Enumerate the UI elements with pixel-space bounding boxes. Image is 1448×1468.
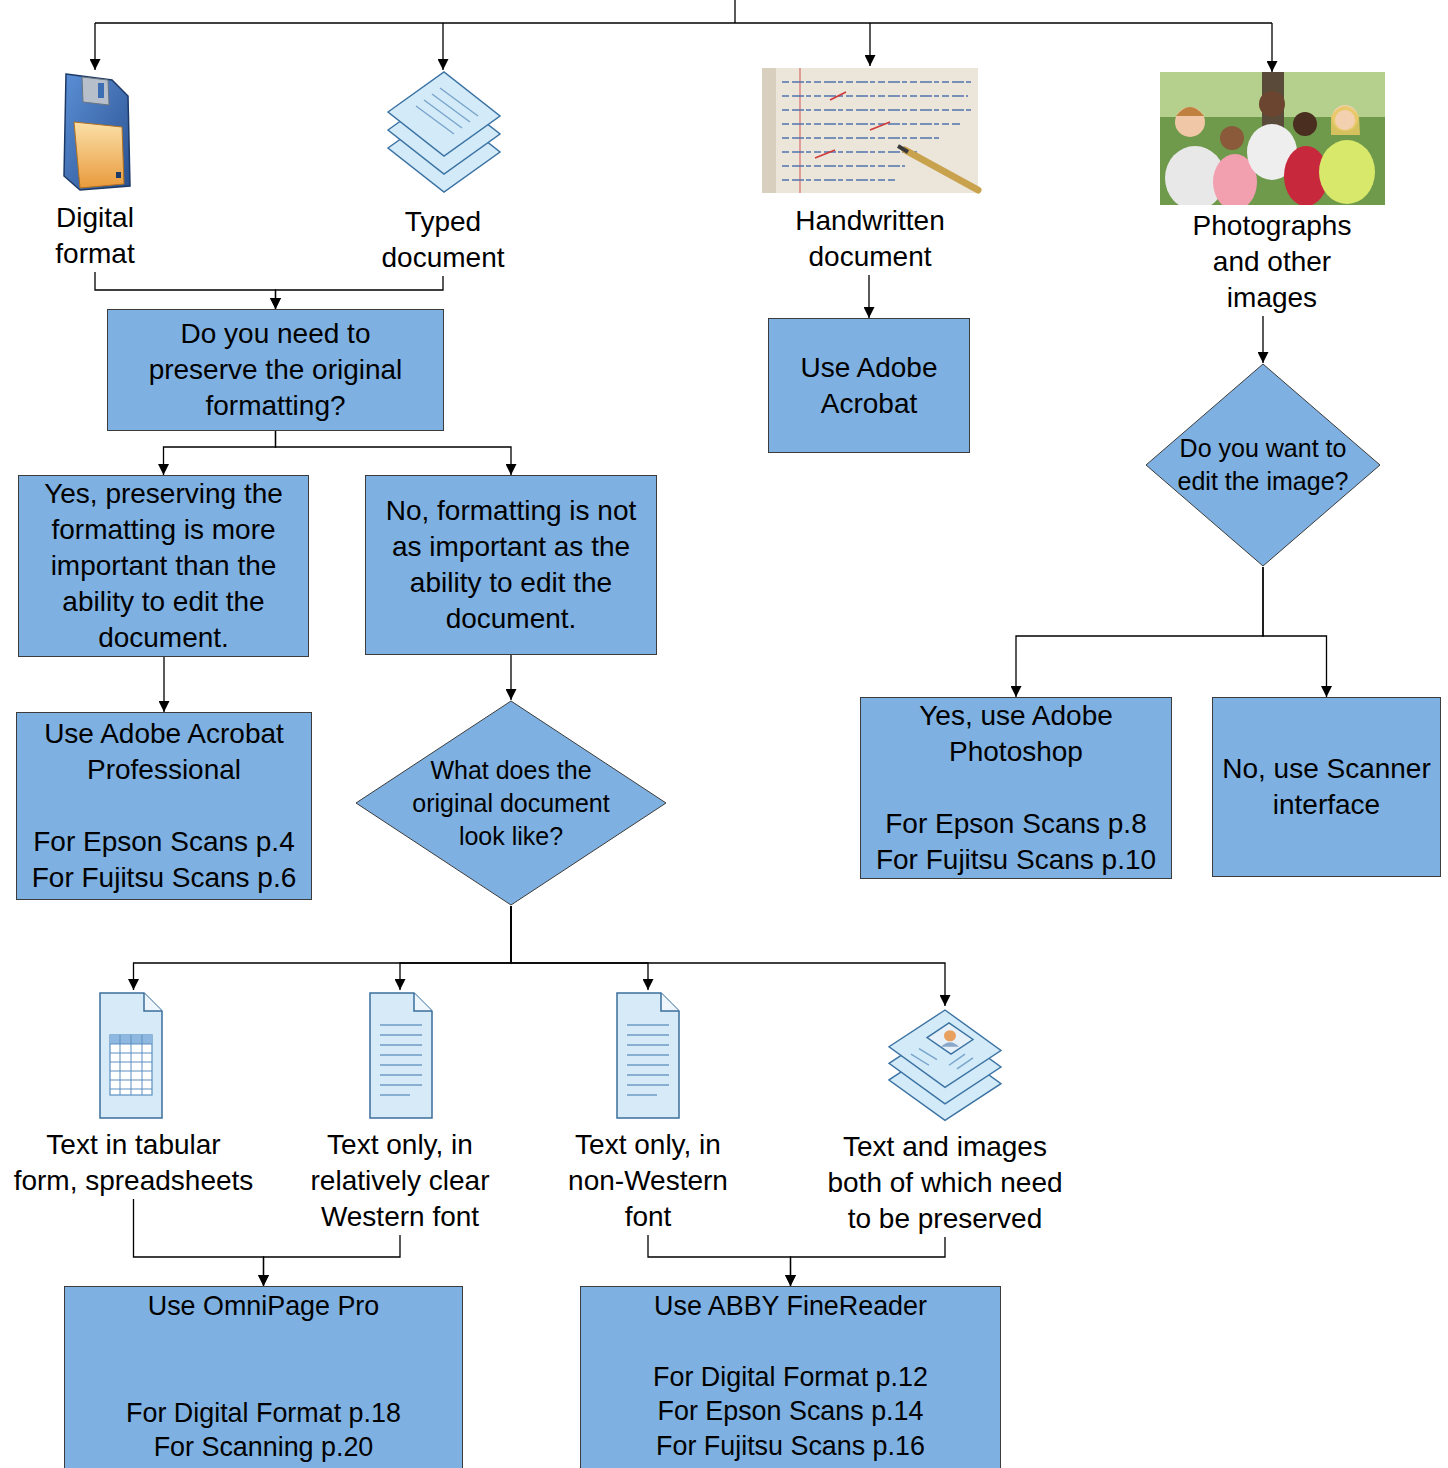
node-label: What does the original document look lik… xyxy=(399,754,624,853)
process-box: Use Adobe Acrobat xyxy=(768,318,970,453)
node-label: Text and images both of which need to be… xyxy=(818,1129,1073,1237)
spreadsheet-icon xyxy=(100,993,162,1118)
node-detail: For Scanning p.20 xyxy=(154,1430,374,1465)
node-label: Do you need to preserve the original for… xyxy=(131,316,421,424)
node-label: Digital format xyxy=(40,200,150,272)
node-label: Use Adobe Acrobat xyxy=(777,350,961,422)
node-label: Use Adobe Acrobat Professional xyxy=(25,716,303,788)
handwritten-photo xyxy=(762,68,978,193)
connector-arrow xyxy=(276,276,444,309)
node-detail: For Epson Scans p.14 xyxy=(658,1394,924,1429)
text-document-icon xyxy=(370,993,432,1118)
process-box: No, formatting is not as important as th… xyxy=(365,475,657,655)
node-label: Yes, use Adobe Photoshop xyxy=(869,698,1163,770)
connector-arrow xyxy=(163,657,164,712)
node-label: Text in tabular form, spreadsheets xyxy=(14,1127,254,1199)
node-label: Do you want to edit the image? xyxy=(1168,432,1358,498)
node-detail: For Fujitsu Scans p.6 xyxy=(32,860,297,896)
icon-node: Text only, in relatively clear Western f… xyxy=(300,990,500,1235)
connector-arrow xyxy=(164,431,276,475)
node-label: Typed document xyxy=(363,204,523,276)
diamond-shape xyxy=(1146,364,1380,566)
connector-arrow xyxy=(511,906,945,1006)
diamond-shape xyxy=(356,701,666,905)
connector-arrow xyxy=(400,906,511,990)
node-label: Photographs and other images xyxy=(1177,208,1367,316)
connector-arrow xyxy=(648,1235,791,1286)
icon-node: Text in tabular form, spreadsheets xyxy=(5,990,262,1199)
process-box: No, use Scanner interface xyxy=(1212,697,1441,877)
icon-node: Photographs and other images xyxy=(1152,72,1392,316)
process-box: Yes, preserving the formatting is more i… xyxy=(18,475,309,657)
text-document-icon xyxy=(617,993,679,1118)
node-detail: For Fujitsu Scans p.10 xyxy=(876,842,1156,878)
connector-arrow xyxy=(791,1237,946,1286)
connector-arrow xyxy=(276,431,512,475)
connector-arrow xyxy=(134,906,512,990)
node-detail: For Epson Scans p.8 xyxy=(885,806,1146,842)
connector-arrow xyxy=(511,906,648,990)
node-label: No, use Scanner interface xyxy=(1221,751,1432,823)
connector-arrow xyxy=(95,272,276,309)
connector-arrow xyxy=(134,1199,264,1286)
process-box: Use Adobe Acrobat ProfessionalFor Epson … xyxy=(16,712,312,900)
connector-arrow xyxy=(1016,567,1263,697)
node-detail: For Fujitsu Scans p.16 xyxy=(656,1429,925,1464)
process-box: Do you need to preserve the original for… xyxy=(107,309,444,431)
icon-node: Handwritten document xyxy=(760,66,980,275)
diamond-outline xyxy=(1145,363,1381,567)
node-label: Handwritten document xyxy=(760,203,980,275)
process-box: Use OmniPage ProFor Digital Format p.18F… xyxy=(64,1286,463,1468)
process-box: Use ABBY FineReaderFor Digital Format p.… xyxy=(580,1286,1001,1468)
connector-arrow xyxy=(264,1235,401,1286)
icon-node: Typed document xyxy=(363,70,523,276)
connector-arrow xyxy=(868,275,869,318)
icon-node: Digital format xyxy=(40,70,150,272)
node-label: Text only, in non-Western font xyxy=(560,1127,736,1235)
connector-arrow xyxy=(510,655,511,700)
node-detail: For Epson Scans p.4 xyxy=(33,824,294,860)
connector-arrow xyxy=(1263,567,1327,697)
node-label: Text only, in relatively clear Western f… xyxy=(300,1127,500,1235)
people-photo xyxy=(1160,72,1385,205)
connector-arrow xyxy=(1262,316,1263,363)
node-label: No, formatting is not as important as th… xyxy=(374,493,648,637)
floppy-icon xyxy=(64,74,130,190)
typed-document-icon xyxy=(388,72,500,192)
trunk-lines xyxy=(95,0,1272,72)
process-box: Yes, use Adobe PhotoshopFor Epson Scans … xyxy=(860,697,1172,879)
node-label: Yes, preserving the formatting is more i… xyxy=(27,476,300,656)
node-label: Use OmniPage Pro xyxy=(148,1289,380,1324)
text-image-document-icon xyxy=(889,1010,1001,1120)
node-label: Use ABBY FineReader xyxy=(654,1289,927,1324)
node-detail: For Digital Format p.18 xyxy=(126,1396,401,1431)
icon-node: Text only, in non-Western font xyxy=(555,990,741,1235)
node-detail: For Digital Format p.12 xyxy=(653,1360,928,1395)
icon-node: Text and images both of which need to be… xyxy=(800,1006,1090,1237)
decision-diamond: What does the original document look lik… xyxy=(355,700,667,906)
decision-diamond: Do you want to edit the image? xyxy=(1145,363,1381,567)
